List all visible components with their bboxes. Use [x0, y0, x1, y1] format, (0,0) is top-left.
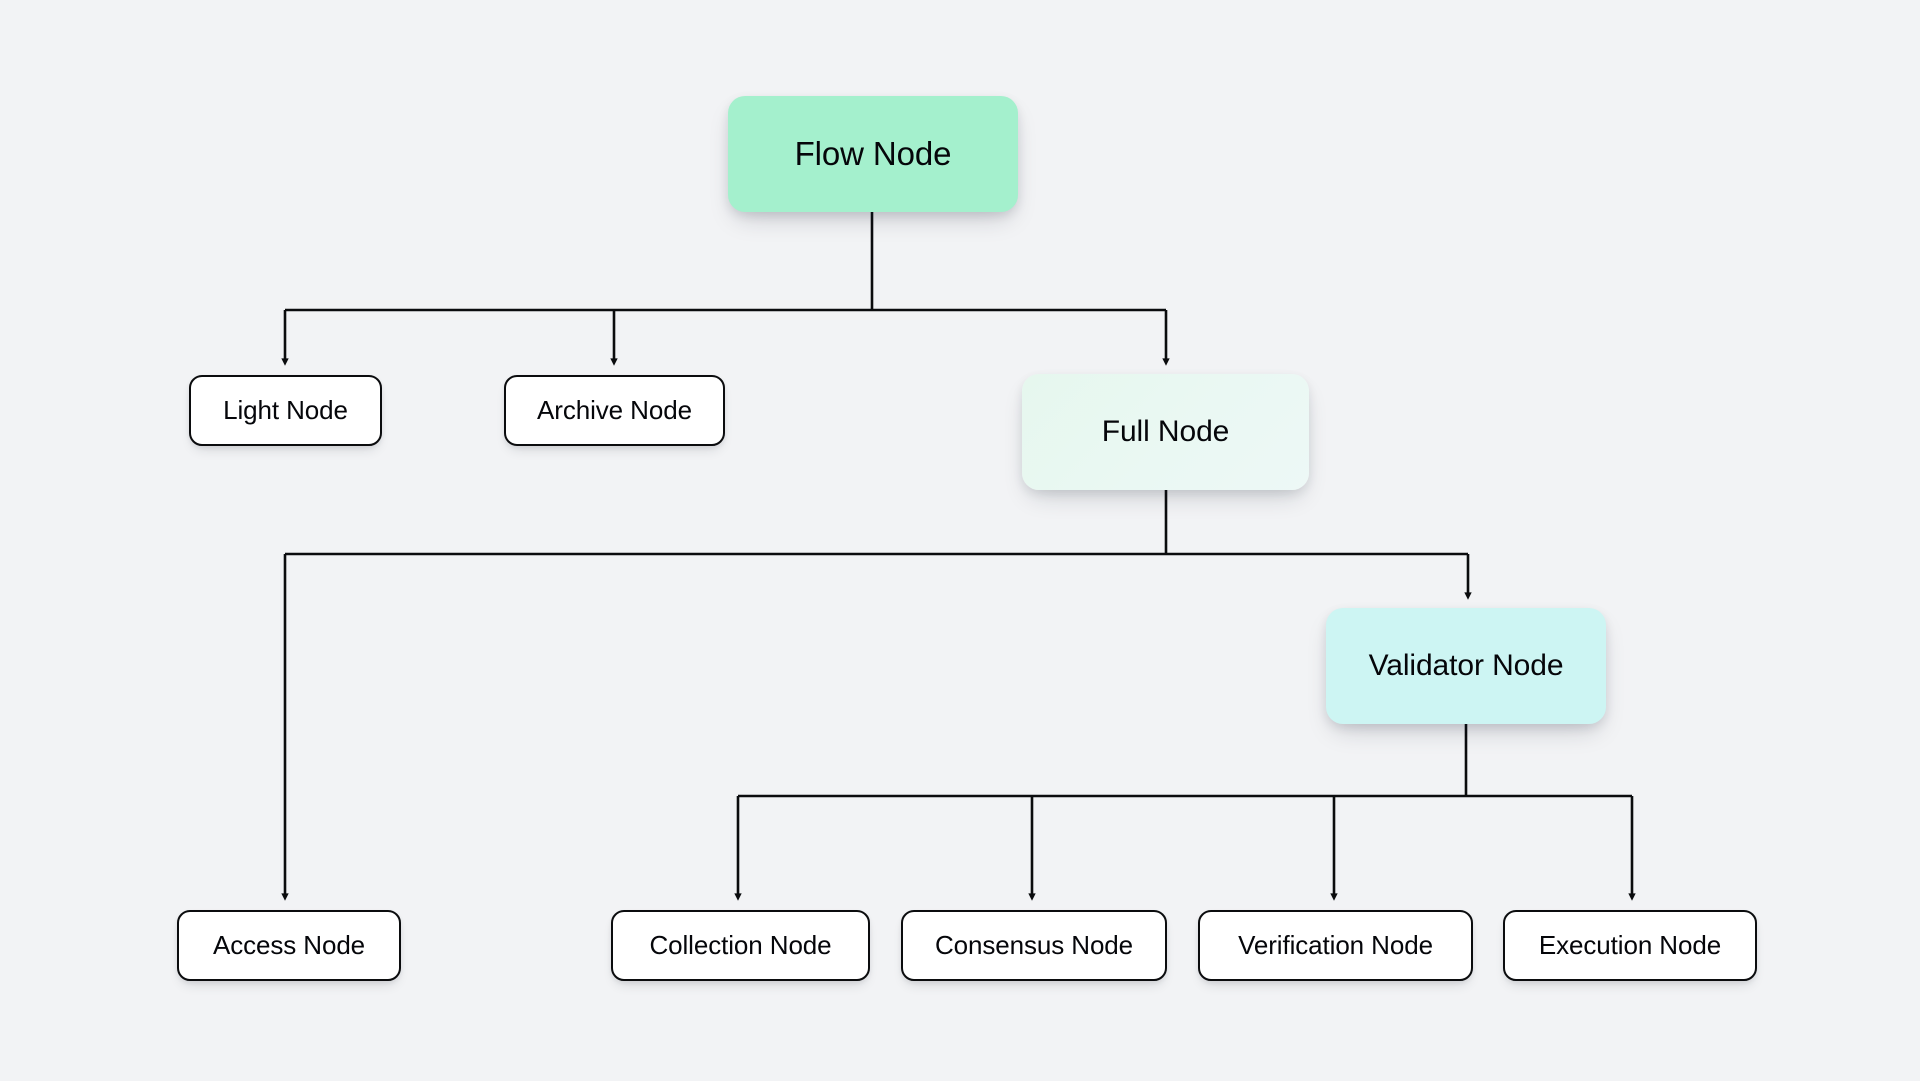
node-access-node[interactable]: Access Node	[177, 910, 401, 981]
node-validator-node[interactable]: Validator Node	[1326, 608, 1606, 724]
node-light-node-label: Light Node	[223, 394, 348, 425]
node-validator-node-label: Validator Node	[1368, 648, 1564, 682]
node-verification-node-label: Verification Node	[1238, 929, 1433, 960]
node-execution-node[interactable]: Execution Node	[1503, 910, 1757, 981]
node-access-node-label: Access Node	[212, 929, 366, 960]
node-archive-node[interactable]: Archive Node	[504, 375, 725, 446]
node-light-node[interactable]: Light Node	[189, 375, 382, 446]
node-full-node[interactable]: Full Node	[1022, 374, 1309, 490]
node-flow-node-label: Flow Node	[794, 135, 952, 173]
node-full-node-label: Full Node	[1101, 414, 1230, 448]
node-archive-node-label: Archive Node	[537, 394, 692, 425]
node-collection-node[interactable]: Collection Node	[611, 910, 870, 981]
node-consensus-node-label: Consensus Node	[934, 929, 1134, 960]
node-execution-node-label: Execution Node	[1538, 929, 1722, 960]
node-verification-node[interactable]: Verification Node	[1198, 910, 1473, 981]
node-consensus-node[interactable]: Consensus Node	[901, 910, 1167, 981]
node-flow-node[interactable]: Flow Node	[728, 96, 1018, 212]
node-collection-node-label: Collection Node	[649, 929, 832, 960]
